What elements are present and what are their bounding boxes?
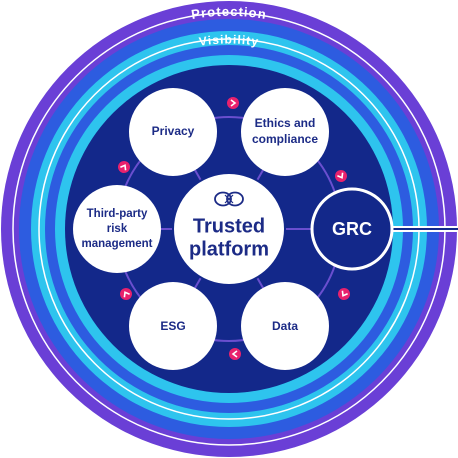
node-esg-label: ESG <box>160 319 185 333</box>
chevron-arrow-icon <box>227 97 239 109</box>
chevron-arrow-icon <box>335 170 347 182</box>
chevron-arrow-icon <box>120 288 132 300</box>
interlocking-rings-logo-icon <box>214 191 244 207</box>
node-third-party-label-line1: Third-party <box>87 208 148 220</box>
visibility-label: Visibility <box>198 32 260 48</box>
node-ethics-label-line2: compliance <box>252 132 318 146</box>
node-ethics-label-line1: Ethics and <box>255 116 316 130</box>
node-third-party-label-line3: management <box>82 238 153 250</box>
node-privacy-label: Privacy <box>152 124 195 138</box>
protection-label: Protection <box>190 4 268 22</box>
chevron-arrow-icon <box>229 348 241 360</box>
node-grc: GRC <box>310 187 458 271</box>
node-ethics-and-compliance: Ethics and compliance <box>241 88 329 176</box>
center-trusted-platform: Trusted platform <box>172 172 286 286</box>
node-privacy: Privacy <box>129 88 217 176</box>
node-esg: ESG <box>129 282 217 370</box>
connector-arrows <box>118 97 350 360</box>
node-grc-label: GRC <box>332 219 372 239</box>
node-third-party-label-line2: risk <box>107 223 128 235</box>
chevron-arrow-icon <box>118 161 130 173</box>
center-label-line1: Trusted <box>193 215 265 237</box>
chevron-arrow-icon <box>338 288 350 300</box>
center-label-line2: platform <box>189 238 269 260</box>
node-data-label: Data <box>272 319 298 333</box>
node-data: Data <box>241 282 329 370</box>
node-third-party-risk-management: Third-party risk management <box>73 185 161 273</box>
